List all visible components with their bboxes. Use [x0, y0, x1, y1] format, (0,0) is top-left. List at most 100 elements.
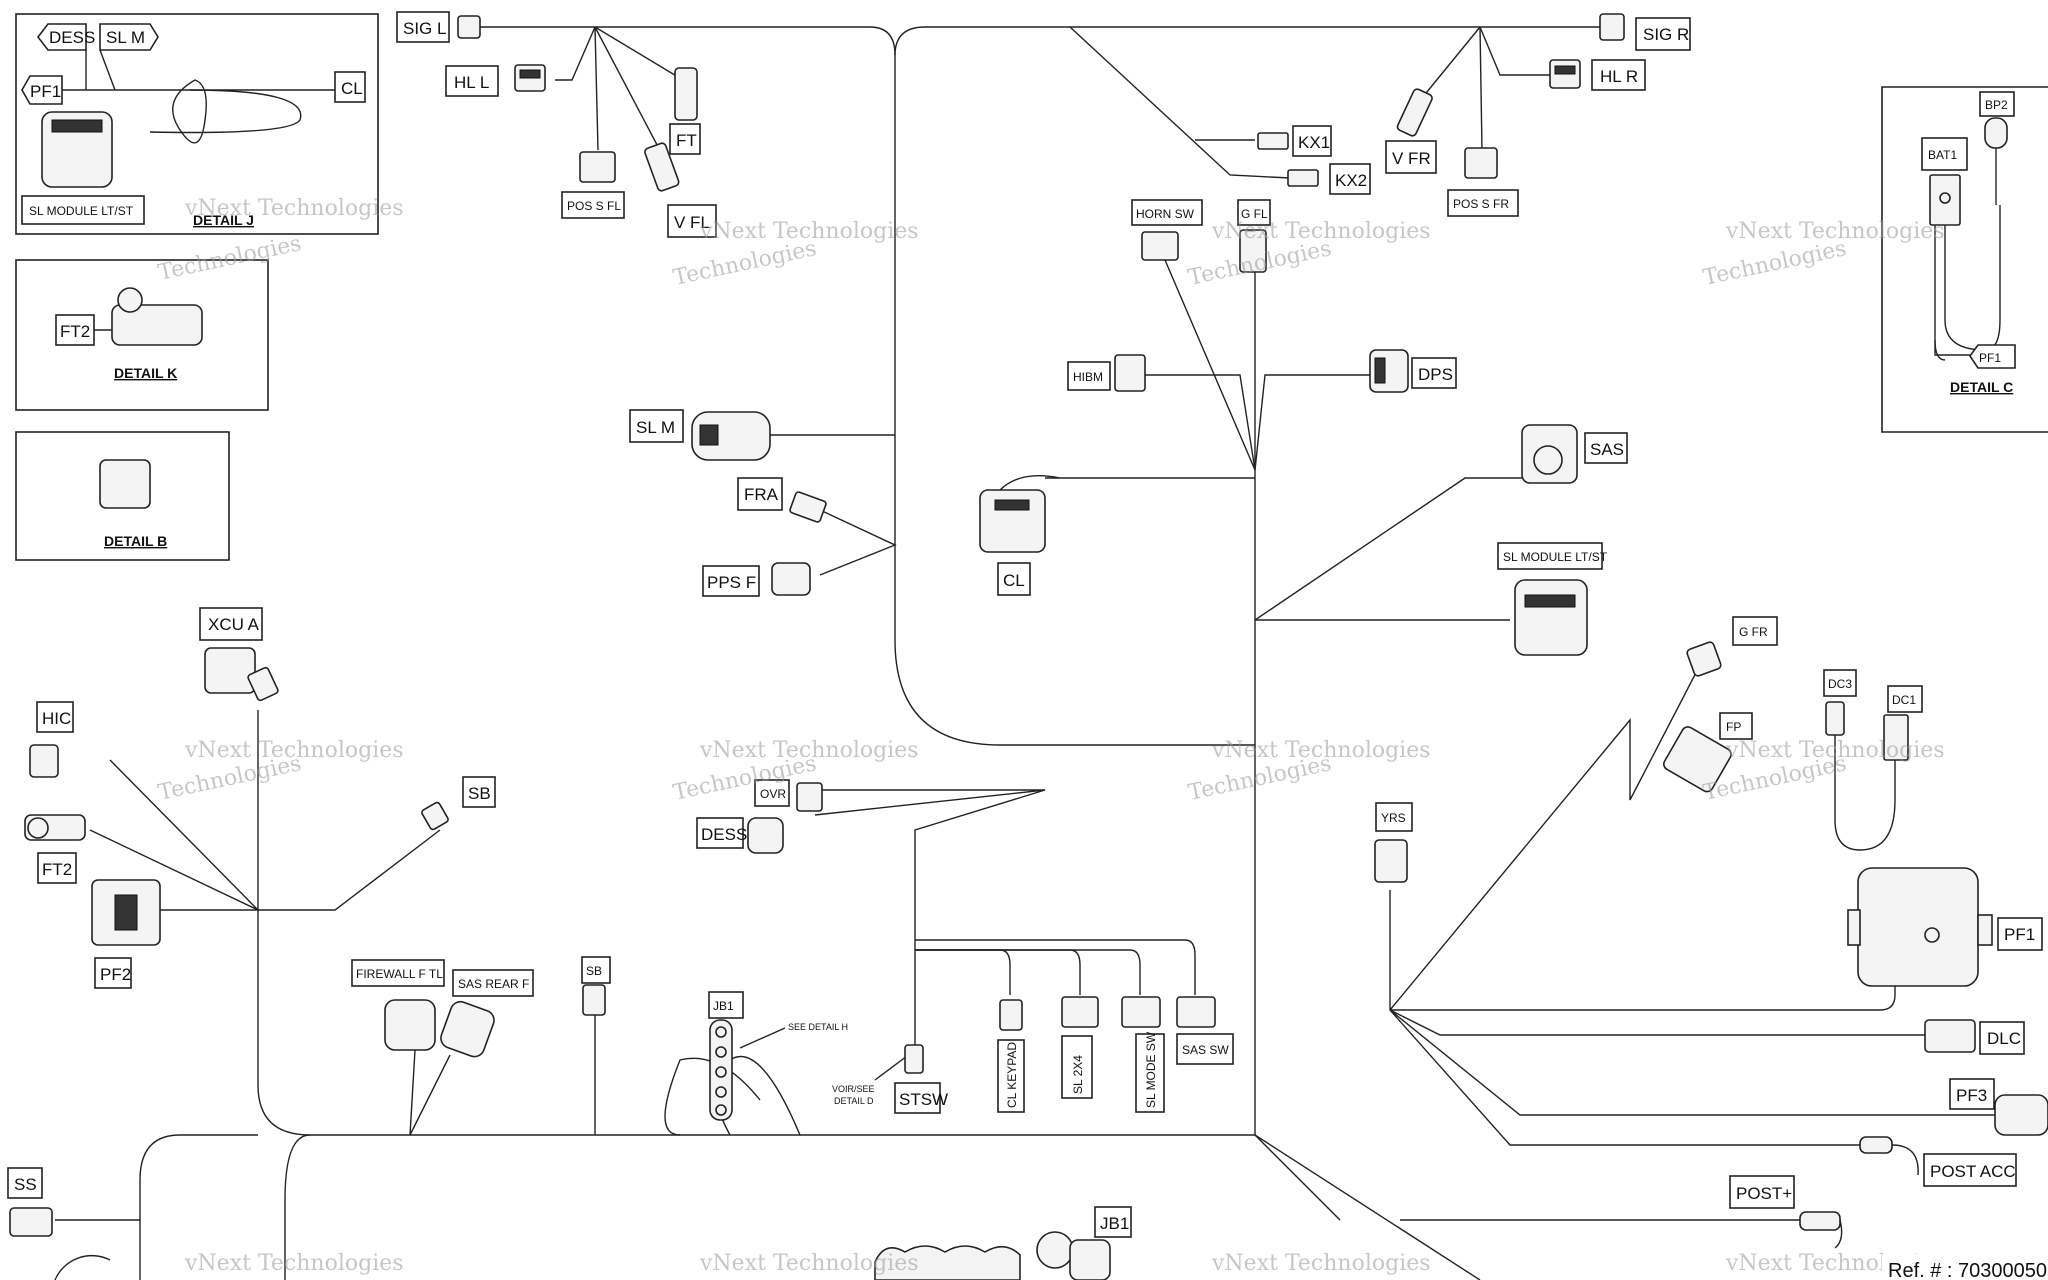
- dc1-label: DC1: [1892, 693, 1916, 707]
- cl-label: CL: [1003, 571, 1025, 590]
- post-plus-terminal-icon: [1799, 1211, 1843, 1249]
- sig-r-connector-icon: [1599, 13, 1625, 41]
- watermark-text: vNext Technologies: [1211, 1251, 1431, 1276]
- horn-sw-label: HORN SW: [1136, 207, 1195, 221]
- detail-j-dess-tag: [36, 23, 87, 51]
- sas-rear-label: SAS REAR F: [458, 977, 529, 991]
- sas-connector-icon: [1521, 424, 1578, 484]
- sl-module-label: SL MODULE LT/ST: [1503, 550, 1608, 564]
- detail-c-bat1-label: BAT1: [1928, 148, 1957, 162]
- harness-wires: [54, 26, 1995, 1280]
- post-acc-label: POST ACC: [1930, 1162, 2016, 1181]
- voir-see-label: VOIR/SEE: [832, 1084, 875, 1094]
- firewall-connector-icon: [384, 999, 436, 1051]
- sl-module-connector-icon: [1514, 579, 1588, 656]
- pf1-label: PF1: [2004, 925, 2035, 944]
- hibm-connector-icon: [1114, 354, 1146, 392]
- firewall-label: FIREWALL F TL: [356, 967, 443, 981]
- watermark-text: vNext Technologies: [699, 219, 919, 244]
- detail-j-sl-m-tag: [99, 23, 159, 51]
- kx2-label: KX2: [1335, 171, 1367, 190]
- sb-lower-label: SB: [586, 964, 602, 978]
- sl-2x4-connector-icon: [1061, 996, 1099, 1028]
- sas-sw-label: SAS SW: [1182, 1043, 1229, 1057]
- detail-c-panel: BAT1 BP2 PF1 DETAIL C: [1881, 86, 2048, 433]
- horn-sw-connector-icon: [1141, 231, 1179, 261]
- dc1-connector-icon: [1883, 714, 1909, 761]
- pf2-label: PF2: [100, 965, 131, 984]
- watermarks: vNext Technologies Technologies vNext Te…: [156, 196, 1944, 1276]
- detail-k-title: DETAIL K: [114, 365, 177, 381]
- cl-keypad-connector-icon: [999, 999, 1023, 1031]
- xcu-a-connector-icon: [204, 647, 279, 702]
- sl-m-label: SL M: [636, 418, 675, 437]
- dps-label: DPS: [1418, 365, 1453, 384]
- detail-c-pf1-label: PF1: [1979, 351, 2001, 365]
- sl-2x4-label: SL 2X4: [1071, 1055, 1085, 1094]
- kx2-connector-icon: [1287, 169, 1319, 187]
- sas-label: SAS: [1590, 440, 1624, 459]
- post-plus-label: POST+: [1736, 1184, 1792, 1203]
- sl-mode-sw-label: SL MODE SW: [1144, 1031, 1158, 1108]
- labels: SIG L HL L FT POS S FL V FL SIG R HL R V…: [7, 11, 2043, 1238]
- g-fl-connector-icon: [1239, 229, 1267, 273]
- stsw-connector-icon: [904, 1044, 924, 1074]
- hl-r-connector-icon: [1549, 59, 1581, 89]
- watermark-text: vNext Technologies: [1725, 738, 1945, 763]
- jb1-label: JB1: [713, 999, 734, 1013]
- sas-rear-connector-icon: [440, 1000, 495, 1058]
- g-fr-connector-icon: [1686, 641, 1722, 677]
- detail-k-ft2-label: FT2: [60, 322, 90, 341]
- hl-r-label: HL R: [1600, 67, 1638, 86]
- fp-connector-icon: [1663, 726, 1732, 793]
- ft-label: FT: [676, 131, 697, 150]
- ft-connector-icon: [674, 67, 698, 121]
- stsw-label: STSW: [899, 1090, 948, 1109]
- detail-j-title: DETAIL J: [193, 212, 254, 228]
- bp2-terminal-icon: [1984, 117, 2008, 149]
- v-fr-connector-icon: [1396, 88, 1433, 137]
- dlc-connector-icon: [1924, 1019, 1976, 1053]
- dlc-label: DLC: [1987, 1029, 2021, 1048]
- v-fl-label: V FL: [674, 213, 710, 232]
- sl-mode-sw-connector-icon: [1121, 996, 1161, 1028]
- watermark-text: vNext Technologies: [1725, 219, 1945, 244]
- yrs-connector-icon: [1374, 839, 1408, 883]
- v-fl-connector-icon: [644, 142, 680, 192]
- ovr-label: OVR: [760, 787, 786, 801]
- detail-j-dess-label: DESS: [49, 28, 95, 47]
- sl-m-connector-icon: [691, 411, 771, 461]
- watermark-text: vNext Technologies: [184, 1251, 404, 1276]
- detail-j-panel: DESS SL M PF1 CL SL MODULE LT/ST DETAIL …: [15, 13, 379, 235]
- hibm-label: HIBM: [1073, 370, 1103, 384]
- ovr-connector-icon: [796, 782, 823, 812]
- detail-j-pf1-label: PF1: [30, 82, 61, 101]
- sig-l-label: SIG L: [403, 19, 446, 38]
- sb-connector-icon: [421, 801, 449, 831]
- cl-connector-icon: [979, 475, 1061, 553]
- pf3-connector-icon: [1994, 1094, 2048, 1136]
- detail-d-label: DETAIL D: [834, 1096, 874, 1106]
- fp-label: FP: [1726, 720, 1741, 734]
- ft2-label: FT2: [42, 860, 72, 879]
- v-fr-label: V FR: [1392, 149, 1431, 168]
- g-fl-label: G FL: [1241, 207, 1268, 221]
- kx1-connector-icon: [1257, 132, 1289, 150]
- watermark-text: vNext Technologies: [184, 738, 404, 763]
- g-fr-label: G FR: [1739, 625, 1768, 639]
- sas-sw-connector-icon: [1176, 996, 1216, 1028]
- pos-s-fl-label: POS S FL: [567, 199, 621, 213]
- detail-j-sl-m-label: SL M: [106, 28, 145, 47]
- dess-connector-icon: [747, 817, 784, 854]
- detail-j-sl-module-label: SL MODULE LT/ST: [29, 204, 134, 218]
- detail-k-panel: FT2 DETAIL K: [15, 259, 269, 411]
- detail-c-bp2-label: BP2: [1985, 98, 2008, 112]
- hl-l-label: HL L: [454, 73, 489, 92]
- ss-label: SS: [14, 1175, 37, 1194]
- detail-k-ft2-connector-icon: [111, 304, 203, 346]
- fra-label: FRA: [744, 485, 779, 504]
- jb1-terminal-strip-icon: [709, 1019, 733, 1121]
- detail-c-title: DETAIL C: [1950, 379, 2013, 395]
- kx1-label: KX1: [1298, 133, 1330, 152]
